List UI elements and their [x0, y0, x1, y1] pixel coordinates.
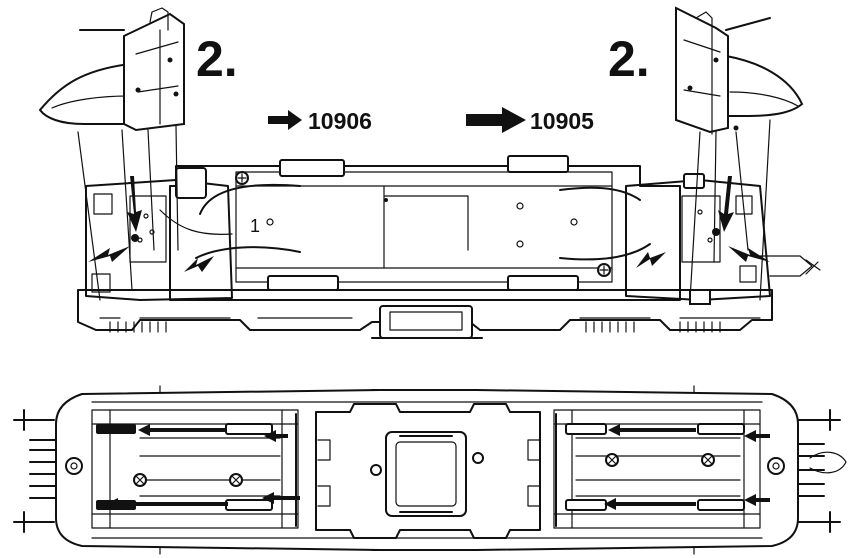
underside-body-outline [55, 389, 799, 551]
right-lifted-bracket [675, 6, 804, 301]
step-number-left: 2. [196, 31, 238, 87]
right-buffers [767, 409, 847, 533]
frame-bottom-edge [77, 289, 773, 331]
left-lifted-bracket [38, 7, 185, 301]
svg-text:1: 1 [250, 216, 260, 236]
pointer-arrow [88, 176, 770, 272]
center-motor-block [379, 305, 473, 339]
right-bogie [553, 409, 761, 529]
wire-left-lower [195, 246, 301, 259]
left-buffers [13, 409, 83, 533]
bogie-teeth [109, 321, 721, 333]
chassis-body [169, 165, 681, 301]
wire-right-upper [559, 186, 641, 201]
screw-icon [605, 453, 715, 467]
wire-left-upper [199, 183, 301, 215]
left-end-assembly [85, 179, 233, 301]
screw-icon [133, 473, 243, 487]
pointer-arrow [106, 424, 770, 510]
step-number-right: 2. [608, 31, 650, 87]
right-arrow-icon [268, 110, 302, 130]
wire-right-lower [559, 243, 651, 261]
part-label-10905: 10905 [466, 107, 594, 134]
part-number-10905: 10905 [530, 108, 594, 134]
left-bogie [91, 409, 299, 529]
center-section [315, 403, 541, 539]
right-arrow-icon [466, 107, 526, 133]
top-chassis-view: 1 [38, 6, 821, 339]
part-number-10906: 10906 [308, 108, 372, 134]
part-label-10906: 10906 [268, 108, 372, 134]
bottom-underside-view [13, 385, 847, 555]
screw-icon [235, 171, 611, 277]
motor-block [385, 431, 467, 517]
